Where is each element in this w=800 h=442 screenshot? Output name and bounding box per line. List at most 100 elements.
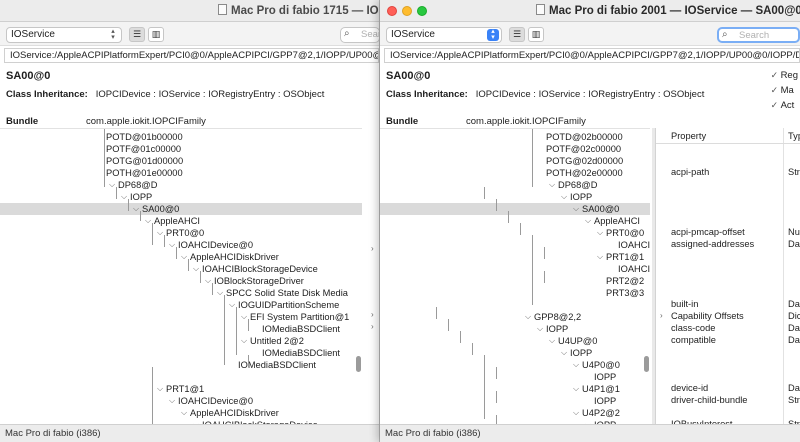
tree-row[interactable]: POTD@01b00000 xyxy=(0,131,362,143)
tree-row[interactable]: POTD@02b00000 xyxy=(380,131,650,143)
property-row[interactable]: assigned-addressesDat xyxy=(656,238,800,250)
tree-row[interactable]: ⌵IOPP xyxy=(380,191,650,203)
tree-row[interactable]: IOAHCIDevice@0 xyxy=(380,239,650,251)
tree-row[interactable] xyxy=(0,371,362,383)
tree-row[interactable]: POTH@01e00000 xyxy=(0,167,362,179)
right-titlebar[interactable]: Mac Pro di fabio 2001 — IOService — SA00… xyxy=(380,0,800,22)
right-path-field[interactable]: IOService:/AppleACPIPlatformExpert/PCI0@… xyxy=(384,48,800,63)
left-plane-select[interactable]: IOService ▴▾ xyxy=(6,27,122,43)
disclosure-chevron-icon[interactable]: ⌵ xyxy=(168,240,176,249)
tree-row[interactable]: ⌵U4P2@2 xyxy=(380,407,650,419)
option-matched[interactable]: ✓Ma xyxy=(771,85,798,100)
tree-row[interactable]: ⌵IOAHCIDevice@0 xyxy=(0,239,362,251)
right-tree-scrollbar[interactable] xyxy=(644,356,649,372)
disclosure-chevron-icon[interactable]: ⌵ xyxy=(572,360,580,369)
right-plane-select[interactable]: IOService ▴▾ xyxy=(386,27,502,43)
option-registered[interactable]: ✓Reg xyxy=(771,70,798,85)
tree-row[interactable]: ⌵SA00@0 xyxy=(0,203,362,215)
disclosure-chevron-icon[interactable]: ⌵ xyxy=(572,384,580,393)
disclosure-chevron-icon[interactable]: ⌵ xyxy=(204,276,212,285)
tree-row[interactable]: IOPP xyxy=(380,371,650,383)
tree-row[interactable]: ⌵EFI System Partition@1 xyxy=(0,311,362,323)
disclosure-chevron-icon[interactable]: ⌵ xyxy=(536,324,544,333)
tree-row[interactable]: IOPP xyxy=(380,395,650,407)
tree-row[interactable]: ⌵U4P0@0 xyxy=(380,359,650,371)
property-row[interactable]: built-inDat xyxy=(656,298,800,310)
left-path-field[interactable]: IOService:/AppleACPIPlatformExpert/PCI0@… xyxy=(4,48,379,63)
tree-row[interactable]: ⌵GPP8@2,2 xyxy=(380,311,650,323)
tree-row[interactable]: ⌵AppleAHCI xyxy=(380,215,650,227)
tree-row[interactable]: PRT3@3 xyxy=(380,287,650,299)
tree-row[interactable]: POTG@01d00000 xyxy=(0,155,362,167)
disclosure-chevron-icon[interactable]: ⌵ xyxy=(144,216,152,225)
property-row[interactable]: device-idDat xyxy=(656,382,800,394)
property-column-divider[interactable] xyxy=(783,128,784,424)
disclosure-chevron-icon[interactable]: ⌵ xyxy=(240,312,248,321)
chevron-right-icon[interactable]: › xyxy=(371,322,374,331)
tree-row[interactable] xyxy=(380,299,650,311)
disclosure-chevron-icon[interactable]: ⌵ xyxy=(560,348,568,357)
tree-row[interactable]: ⌵PRT0@0 xyxy=(0,227,362,239)
property-row[interactable]: driver-child-bundleStri xyxy=(656,394,800,406)
tree-row[interactable]: ⌵AppleAHCIDiskDriver xyxy=(0,251,362,263)
tree-row[interactable]: PRT2@2 xyxy=(380,275,650,287)
chevron-right-icon[interactable]: › xyxy=(371,244,374,253)
property-row[interactable]: class-codeDat xyxy=(656,322,800,334)
tree-row[interactable]: ⌵SPCC Solid State Disk Media xyxy=(0,287,362,299)
tree-row[interactable]: ⌵IOBlockStorageDriver xyxy=(0,275,362,287)
tree-row[interactable]: ⌵SA00@0 xyxy=(380,203,650,215)
type-column-header[interactable]: Typ xyxy=(788,131,800,141)
tree-row[interactable]: ⌵U4P1@1 xyxy=(380,383,650,395)
tree-row[interactable]: ⌵PRT0@0 xyxy=(380,227,650,239)
disclosure-chevron-icon[interactable]: ⌵ xyxy=(240,336,248,345)
tree-row[interactable]: POTH@02e00000 xyxy=(380,167,650,179)
disclosure-chevron-icon[interactable]: ⌵ xyxy=(560,192,568,201)
close-button[interactable] xyxy=(387,6,397,16)
tree-row[interactable]: POTF@02c00000 xyxy=(380,143,650,155)
tree-row[interactable]: POTG@02d00000 xyxy=(380,155,650,167)
chevron-right-icon[interactable]: › xyxy=(371,310,374,319)
disclosure-chevron-icon[interactable]: ⌵ xyxy=(216,288,224,297)
tree-row[interactable]: ⌵AppleAHCI xyxy=(0,215,362,227)
tree-row[interactable]: ⌵DP68@D xyxy=(0,179,362,191)
properties-table[interactable]: Property Typ acpi-pathStri acpi-pmcap-off… xyxy=(655,128,800,424)
disclosure-chevron-icon[interactable]: ⌵ xyxy=(132,204,140,213)
tree-row[interactable]: ⌵IOAHCIBlockStorageDevice xyxy=(0,263,362,275)
disclosure-chevron-icon[interactable]: ⌵ xyxy=(156,228,164,237)
tree-row[interactable]: ⌵DP68@D xyxy=(380,179,650,191)
disclosure-chevron-icon[interactable]: › xyxy=(660,311,663,320)
left-search-input[interactable]: ⌕ Search xyxy=(340,27,379,43)
tree-row[interactable]: ⌵IOPP xyxy=(380,347,650,359)
tree-row[interactable]: ⌵IOAHCIDevice@0 xyxy=(0,395,362,407)
zoom-button[interactable] xyxy=(417,6,427,16)
property-column-header[interactable]: Property xyxy=(671,131,707,141)
column-view-button[interactable]: ▥ xyxy=(148,27,164,42)
disclosure-chevron-icon[interactable]: ⌵ xyxy=(120,192,128,201)
tree-row[interactable]: ⌵PRT1@1 xyxy=(0,383,362,395)
property-row[interactable]: acpi-pathStri xyxy=(656,166,800,178)
disclosure-chevron-icon[interactable]: ⌵ xyxy=(180,408,188,417)
tree-row[interactable]: IOAHCIDevice@0 xyxy=(380,263,650,275)
disclosure-chevron-icon[interactable]: ⌵ xyxy=(192,264,200,273)
list-view-button[interactable]: ☰ xyxy=(509,27,525,42)
column-view-button[interactable]: ▥ xyxy=(528,27,544,42)
disclosure-chevron-icon[interactable]: ⌵ xyxy=(156,384,164,393)
list-view-button[interactable]: ☰ xyxy=(129,27,145,42)
option-active[interactable]: ✓Act xyxy=(771,100,798,115)
property-row[interactable]: compatibleDat xyxy=(656,334,800,346)
tree-row[interactable]: ⌵U4UP@0 xyxy=(380,335,650,347)
disclosure-chevron-icon[interactable]: ⌵ xyxy=(572,408,580,417)
tree-row[interactable]: POTF@01c00000 xyxy=(0,143,362,155)
tree-row[interactable]: ⌵IOAHCIBlockStorageDevice xyxy=(0,419,362,424)
disclosure-chevron-icon[interactable]: ⌵ xyxy=(168,396,176,405)
disclosure-chevron-icon[interactable]: ⌵ xyxy=(524,312,532,321)
tree-row[interactable]: ⌵PRT1@1 xyxy=(380,251,650,263)
disclosure-chevron-icon[interactable]: ⌵ xyxy=(584,216,592,225)
minimize-button[interactable] xyxy=(402,6,412,16)
tree-properties-splitter[interactable] xyxy=(652,128,655,424)
disclosure-chevron-icon[interactable]: ⌵ xyxy=(108,180,116,189)
disclosure-chevron-icon[interactable]: ⌵ xyxy=(548,180,556,189)
